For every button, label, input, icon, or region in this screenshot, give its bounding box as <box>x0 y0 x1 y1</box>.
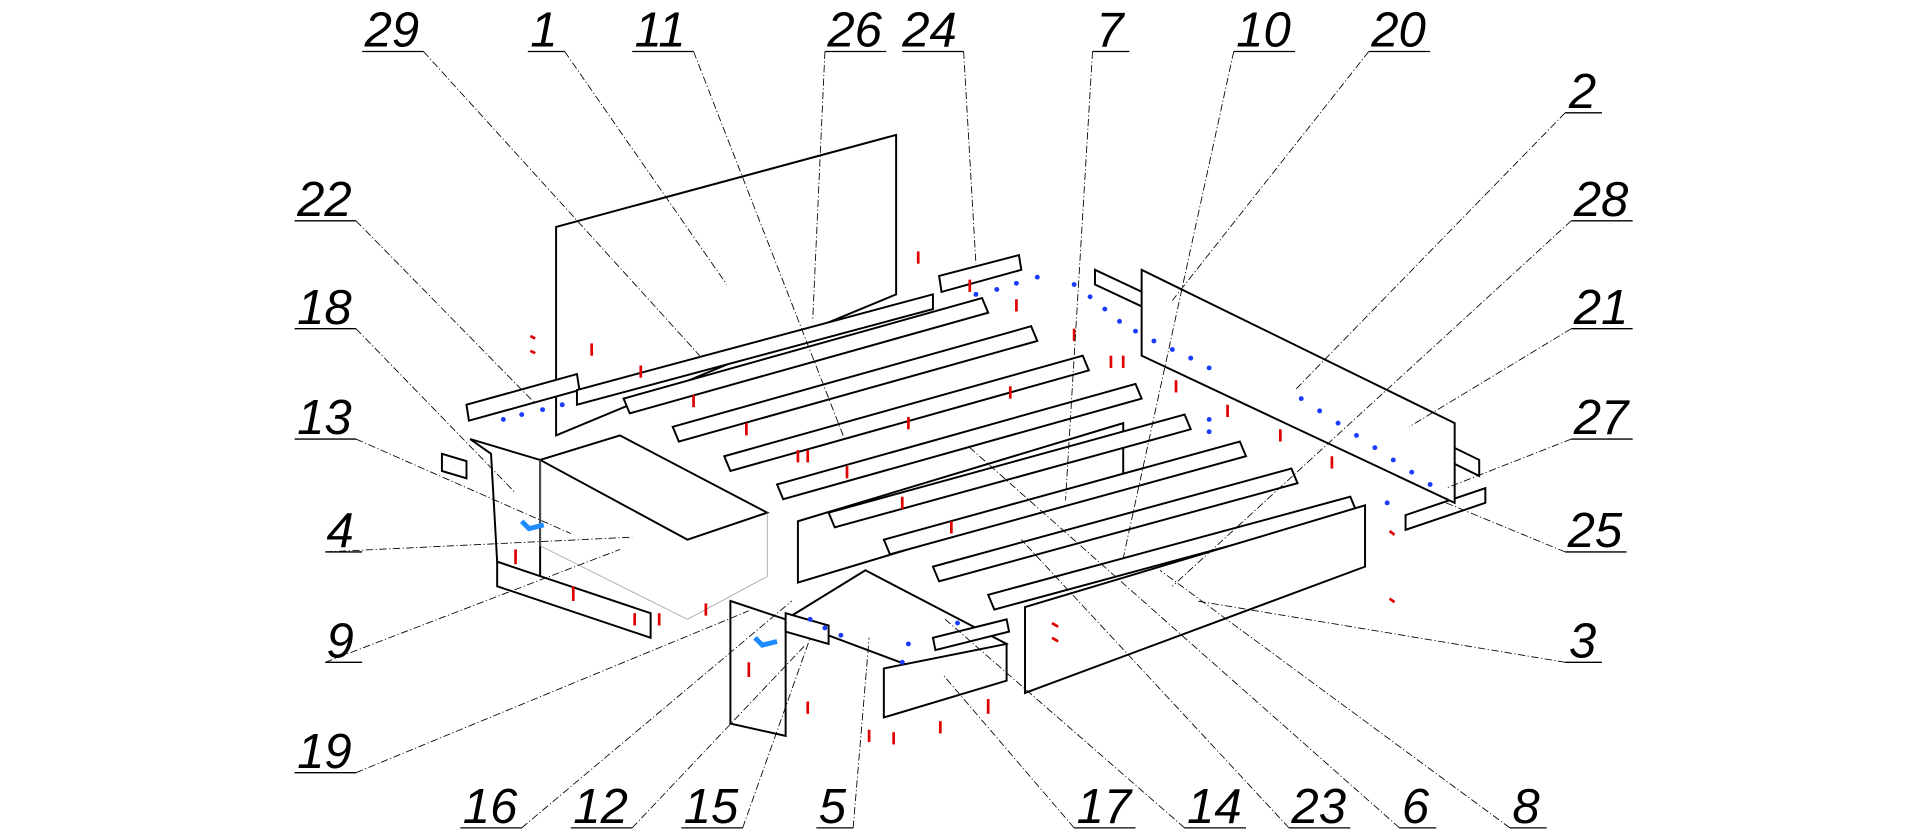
label-11: 11 <box>635 4 686 58</box>
label-20: 20 <box>1370 4 1426 58</box>
label-4: 4 <box>327 504 354 558</box>
label-9: 9 <box>327 614 354 668</box>
label-10: 10 <box>1236 4 1291 58</box>
label-19: 19 <box>297 725 352 779</box>
label-1: 1 <box>530 4 557 58</box>
top-rail-24 <box>937 253 1023 294</box>
handle-icon <box>519 519 545 532</box>
label-23: 23 <box>1290 780 1346 834</box>
label-26: 26 <box>826 4 882 58</box>
label-13: 13 <box>297 391 352 445</box>
label-18: 18 <box>297 281 352 335</box>
handle-icon <box>753 636 778 648</box>
fasteners-blue <box>500 274 1433 665</box>
label-29: 29 <box>364 4 420 58</box>
label-17: 17 <box>1077 780 1133 834</box>
label-28: 28 <box>1573 173 1629 227</box>
label-3: 3 <box>1569 614 1596 668</box>
label-24: 24 <box>901 4 957 58</box>
headboard-panel <box>555 133 898 437</box>
label-7: 7 <box>1096 4 1125 58</box>
drawer-left <box>469 434 770 640</box>
drawer-right <box>729 569 1011 738</box>
label-12: 12 <box>573 780 628 834</box>
fasteners-red <box>514 251 1396 745</box>
label-21: 21 <box>1573 281 1629 335</box>
label-25: 25 <box>1567 504 1623 558</box>
label-15: 15 <box>684 780 739 834</box>
slats <box>575 293 1358 611</box>
rail-25 <box>1404 486 1487 532</box>
label-22: 22 <box>296 173 352 227</box>
label-5: 5 <box>819 780 847 834</box>
rail-18 <box>440 452 468 480</box>
label-14: 14 <box>1187 780 1242 834</box>
label-16: 16 <box>463 780 518 834</box>
part-labels: 29 1 11 26 24 7 10 20 2 28 21 27 25 3 22… <box>294 4 1633 834</box>
label-6: 6 <box>1402 780 1430 834</box>
label-2: 2 <box>1568 65 1596 119</box>
footboard-panel-3 <box>1024 503 1367 695</box>
leader-lines <box>325 51 1572 829</box>
label-27: 27 <box>1573 391 1630 445</box>
label-8: 8 <box>1512 780 1539 834</box>
